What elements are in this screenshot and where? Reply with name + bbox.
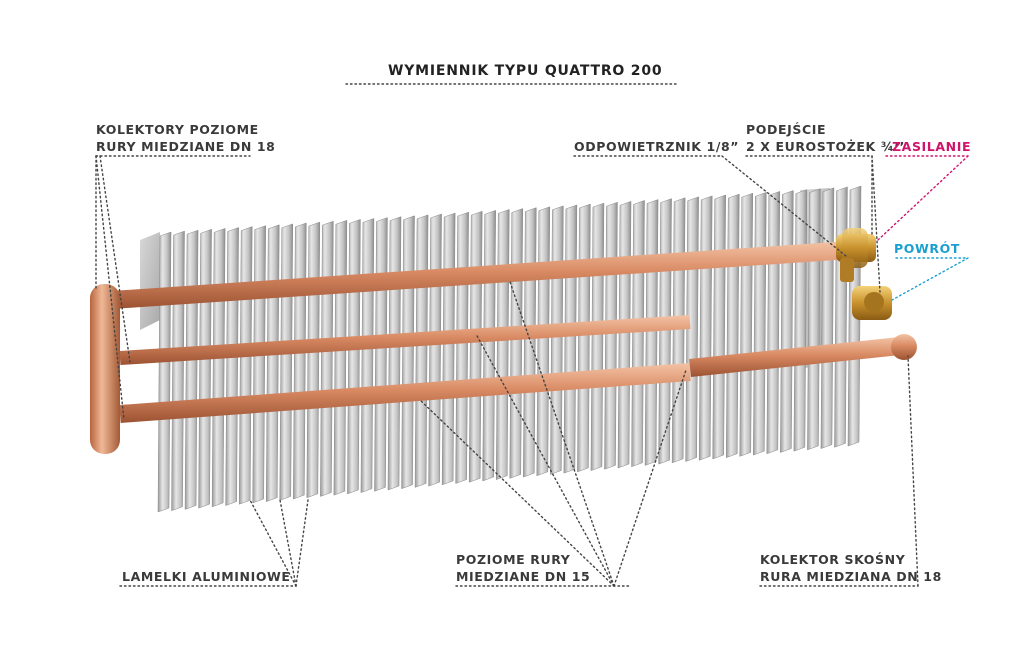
aluminium-fin [617,200,632,469]
aluminium-fin [536,206,551,477]
aluminium-fin [157,231,172,513]
aluminium-fin [171,230,185,512]
aluminium-fin [495,209,510,481]
aluminium-fin [428,213,442,487]
leader-lines [95,83,919,587]
aluminium-fin [401,215,415,490]
aluminium-fin [712,194,726,460]
diagram-title: WYMIENNIK TYPU QUATTRO 200 [388,63,663,79]
aluminium-fin [753,191,767,456]
supply-connector [836,228,876,282]
aluminium-fin [577,203,591,473]
aluminium-fin [523,207,537,478]
label-powrot: POWRÓT [894,241,960,256]
aluminium-fin [441,212,456,486]
aluminium-fin [631,200,645,468]
lower-horizontal-pipe [119,363,691,423]
diagonal-collector-pipe [689,337,901,377]
aluminium-fin [780,190,794,453]
label-poziome-line1: POZIOME RURY [456,552,571,567]
aluminium-fin [455,211,469,484]
aluminium-fin [211,228,226,508]
label-kolektory-line2: RURY MIEDZIANE DN 18 [96,139,276,154]
aluminium-fin [414,214,429,488]
label-poziome-rury: POZIOME RURY MIEDZIANE DN 15 [456,551,590,585]
copper-pipes [90,241,901,454]
aluminium-fin [550,205,564,475]
aluminium-fin [590,202,605,471]
return-leader-diagonal [891,257,969,301]
label-kolektor-skosny-line2: RURA MIEDZIANA DN 18 [760,569,942,584]
aluminium-fin [671,197,686,464]
aluminium-fin [834,186,848,448]
aluminium-fin [563,204,578,474]
aluminium-fin [374,217,388,492]
label-lamelki-aluminiowe: LAMELKI ALUMINIOWE [122,569,291,584]
vertical-collector-pipe [90,284,120,454]
label-odpowietrznik: ODPOWIETRZNIK 1/8” [574,138,739,155]
aluminium-fin [184,229,199,510]
aluminium-fin [306,221,321,499]
return-connector [852,286,892,320]
supply-leader-diagonal [877,155,969,241]
label-zasilanie: ZASILANIE [892,139,972,154]
aluminium-fin [347,219,361,495]
aluminium-fin [644,199,659,466]
aluminium-fin [279,223,294,501]
back-plate-left [140,232,160,330]
aluminium-fin [252,225,266,504]
aluminium-fin [293,222,307,500]
label-kolektory-poziome: KOLEKTORY POZIOME RURY MIEDZIANE DN 18 [96,121,275,155]
label-poziome-line2: MIEDZIANE DN 15 [456,569,591,584]
aluminium-fin [509,208,524,479]
aluminium-fin [604,201,618,470]
aluminium-fin [807,188,821,451]
aluminium-fin [685,196,699,462]
aluminium-fin [387,216,402,491]
upper-horizontal-pipe [111,241,851,309]
label-podejscie-line2: 2 x EUROSTOŻEK ¾’’ [746,139,906,154]
aluminium-fin [820,187,835,449]
right-end-cap [891,334,917,360]
label-kolektory-line1: KOLEKTORY POZIOME [96,122,259,137]
label-kolektor-skosny-line1: KOLEKTOR SKOŚNY [760,552,906,567]
aluminium-fin [725,193,740,459]
aluminium-fin [225,227,239,506]
aluminium-fin [468,210,483,483]
aluminium-fin [333,219,348,496]
aluminium-fin [320,220,334,497]
aluminium-fin [265,224,280,503]
aluminium-fin [238,226,253,505]
aluminium-fin [739,192,754,457]
aluminium-fin [766,191,781,455]
aluminium-fin [198,228,212,509]
aluminium-fin [658,198,672,465]
label-podejscie: PODEJŚCIE 2 x EUROSTOŻEK ¾’’ [746,121,905,155]
middle-horizontal-pipe [119,315,691,365]
label-odpowietrznik-text: ODPOWIETRZNIK 1/8” [574,139,740,154]
aluminium-fin [698,195,713,461]
label-kolektor-skosny: KOLEKTOR SKOŚNY RURA MIEDZIANA DN 18 [760,551,942,585]
aluminium-fin [482,209,496,482]
aluminium-fin [793,189,808,452]
aluminium-fin [360,218,375,493]
label-podejscie-line1: PODEJŚCIE [746,122,827,137]
